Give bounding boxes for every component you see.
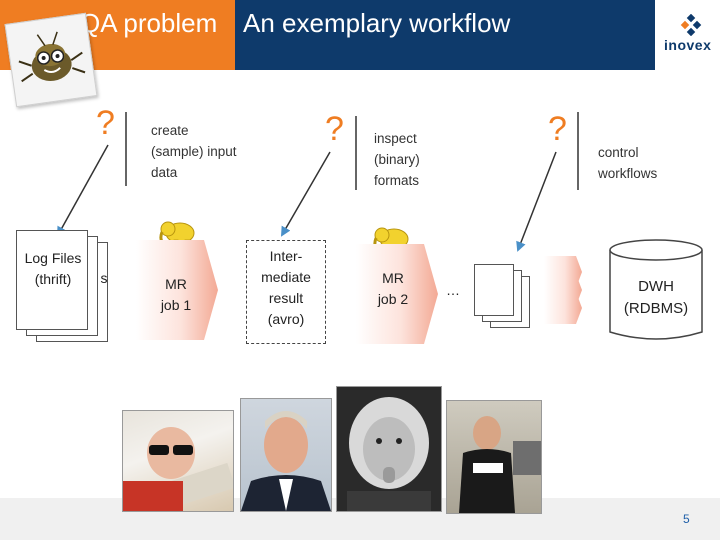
question-mark: ? [96,104,115,142]
bug-photo [4,12,98,108]
photo-person-einstein [336,386,442,512]
photo-person-computer [446,400,542,514]
arrow-icon [280,151,331,237]
logo-text: inovex [664,37,712,53]
header-left-title: QA problem [80,8,218,38]
mr-job-2-label: MR job 2 [377,270,409,307]
note-create-input: create (sample) input data [151,123,237,180]
mr-jobs-stack [544,256,582,324]
question-mark: ? [325,110,344,148]
photo-person-keyboard [122,410,236,512]
header-title-block [235,0,655,70]
note-inspect-formats: inspect (binary) formats [374,131,420,188]
mr-job-1-label: MR job 1 [160,276,192,313]
question-mark: ? [548,110,567,148]
intermediate-result-doc [246,240,326,344]
database-cylinder-icon [609,239,703,340]
log-file-doc [16,230,88,330]
arrow-icon [516,151,557,252]
bug-icon [18,31,86,83]
intermediate-result-label: Inter- mediate result (avro) [261,248,311,327]
header-right-title: An exemplary workflow [243,8,511,38]
dwh-label: DWH (RDBMS) [623,278,689,317]
log-files-stack-edge: s [100,270,108,286]
photo-person-suit [240,398,332,512]
mr-job-2-shape [356,244,438,344]
log-files-label: Log Files (thrift) [24,250,82,287]
ellipsis: … [446,282,460,298]
header-logo-block [655,0,720,70]
note-control-workflows: control workflows [598,145,658,181]
arrow-icon [57,144,109,237]
mr-job-1-shape [136,240,218,340]
output-doc [474,264,514,316]
page-number: 5 [683,512,690,526]
inovex-logo-icon [680,14,702,36]
